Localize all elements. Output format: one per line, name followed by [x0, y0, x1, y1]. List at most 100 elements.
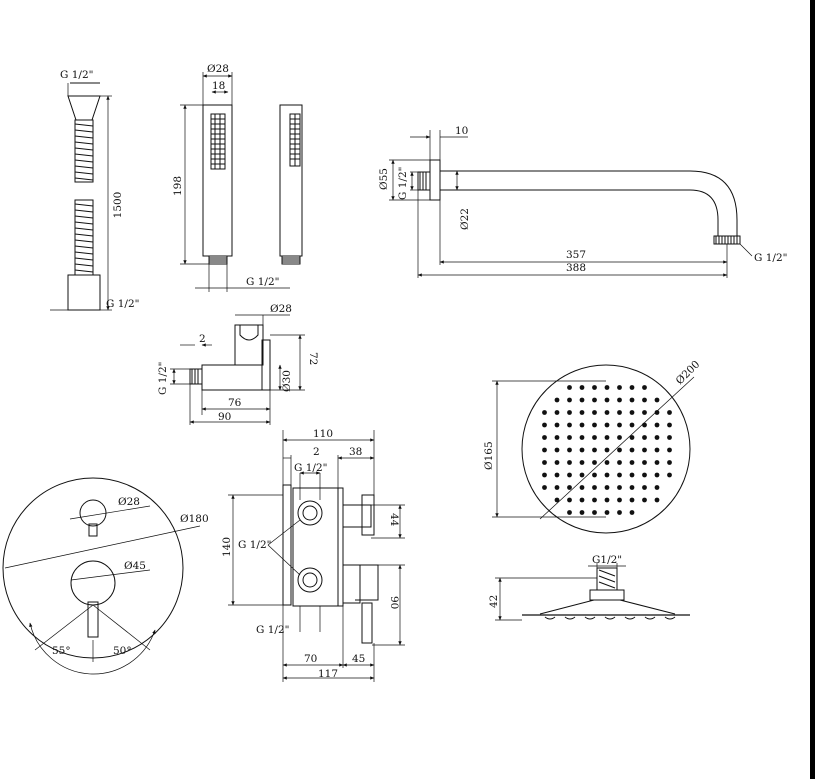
- head-thread-label: G1/2": [592, 554, 622, 566]
- nozzle-dot: [617, 410, 622, 415]
- box-44-label: 44: [388, 513, 400, 527]
- plate-dia28-label: Ø28: [118, 496, 140, 508]
- hand-shower-height-label: 198: [172, 176, 184, 196]
- elbow-90-label: 90: [218, 411, 231, 423]
- nozzle-dot: [567, 485, 572, 490]
- nozzle-dot: [667, 410, 672, 415]
- nozzle-dot: [567, 410, 572, 415]
- nozzle-dot: [554, 435, 560, 440]
- mixer-plate-drawing: [2, 477, 201, 675]
- box-45-label: 45: [352, 653, 365, 665]
- nozzle-dot: [642, 485, 647, 490]
- box-117-label: 117: [318, 668, 338, 680]
- shower-arm-drawing: [389, 130, 753, 278]
- elbow-thread-label: G 1/2": [157, 362, 169, 395]
- hand-shower-width-label: 18: [212, 80, 225, 92]
- nozzle-dot: [567, 472, 572, 478]
- nozzle-dot: [592, 497, 597, 503]
- nozzle-dot: [542, 472, 547, 478]
- nozzle-dot: [567, 435, 572, 440]
- elbow-72-label: 72: [307, 352, 319, 365]
- nozzle-dot: [592, 385, 597, 390]
- box-thread-left-label: G 1/2": [238, 539, 271, 551]
- nozzle-dot: [654, 422, 660, 428]
- hand-shower-thread-label: G 1/2": [246, 276, 279, 288]
- arm-357-label: 357: [566, 249, 586, 261]
- nozzle-dot: [617, 435, 622, 440]
- hand-shower-diameter-label: Ø28: [207, 63, 229, 75]
- elbow-dia30-label: Ø30: [281, 370, 293, 392]
- nozzle-dot: [579, 385, 585, 390]
- hand-shower-drawing: [180, 72, 303, 292]
- nozzle-dot: [642, 447, 647, 453]
- nozzle-dot: [642, 435, 647, 440]
- head-dia165-label: Ø165: [483, 441, 495, 470]
- nozzle-dot: [567, 460, 572, 465]
- nozzle-dot: [554, 485, 560, 490]
- nozzle-dot: [629, 510, 635, 515]
- nozzle-dot: [542, 485, 547, 490]
- nozzle-dot: [667, 435, 672, 440]
- arm-388-label: 388: [566, 262, 586, 274]
- hose-top-thread-label: G 1/2": [60, 69, 93, 81]
- nozzle-dot: [617, 510, 622, 515]
- nozzle-dot: [579, 510, 585, 515]
- nozzle-dot: [592, 422, 597, 428]
- nozzle-dot: [642, 410, 647, 415]
- nozzle-dot: [579, 397, 585, 403]
- arm-thread-left-label: G 1/2": [397, 167, 409, 200]
- nozzle-dot: [604, 472, 610, 478]
- nozzle-dot: [554, 410, 560, 415]
- nozzle-dot: [629, 422, 635, 428]
- nozzle-dot: [604, 422, 610, 428]
- nozzle-dot: [617, 397, 622, 403]
- nozzle-dot: [654, 472, 660, 478]
- nozzle-dot: [579, 447, 585, 453]
- nozzle-dot: [604, 497, 610, 503]
- nozzle-dot: [667, 447, 672, 453]
- shower-head-drawing: [492, 364, 695, 621]
- nozzle-dot: [604, 485, 610, 490]
- arm-flange-diameter-label: Ø55: [378, 168, 390, 190]
- arm-flange-label: 10: [455, 125, 468, 137]
- nozzle-dot: [654, 397, 660, 403]
- box-38-label: 38: [349, 446, 362, 458]
- nozzle-dot: [642, 422, 647, 428]
- nozzle-dot: [654, 460, 660, 465]
- nozzle-dot: [642, 397, 647, 403]
- plate-55-label: 55°: [52, 645, 71, 657]
- nozzle-dot: [592, 510, 597, 515]
- box-70-label: 70: [304, 653, 317, 665]
- nozzle-dot: [629, 397, 635, 403]
- arm-thread-right-label: G 1/2": [754, 252, 787, 264]
- nozzle-dot: [617, 472, 622, 478]
- plate-dia45-label: Ø45: [124, 560, 146, 572]
- nozzle-dot: [542, 447, 547, 453]
- nozzle-dot: [629, 485, 635, 490]
- nozzle-dot: [592, 410, 597, 415]
- nozzle-dot: [604, 435, 610, 440]
- nozzle-dot: [579, 472, 585, 478]
- nozzle-dot: [654, 485, 660, 490]
- nozzle-dot: [617, 497, 622, 503]
- nozzle-dot: [629, 497, 635, 503]
- hose-length-label: 1500: [112, 192, 124, 219]
- head-42-label: 42: [488, 595, 500, 608]
- nozzle-grid: [542, 385, 672, 515]
- box-2-label: 2: [313, 446, 320, 458]
- concealed-box-drawing: [228, 430, 405, 682]
- nozzle-dot: [579, 435, 585, 440]
- nozzle-dot: [654, 435, 660, 440]
- nozzle-dot: [604, 510, 610, 515]
- nozzle-dot: [567, 497, 572, 503]
- nozzle-dot: [579, 485, 585, 490]
- nozzle-dot: [542, 460, 547, 465]
- nozzle-dot: [617, 485, 622, 490]
- nozzle-dot: [667, 422, 672, 428]
- shower-hose-drawing: [50, 82, 112, 311]
- nozzle-dot: [592, 472, 597, 478]
- nozzle-dot: [629, 410, 635, 415]
- nozzle-dot: [554, 397, 560, 403]
- nozzle-dot: [567, 385, 572, 390]
